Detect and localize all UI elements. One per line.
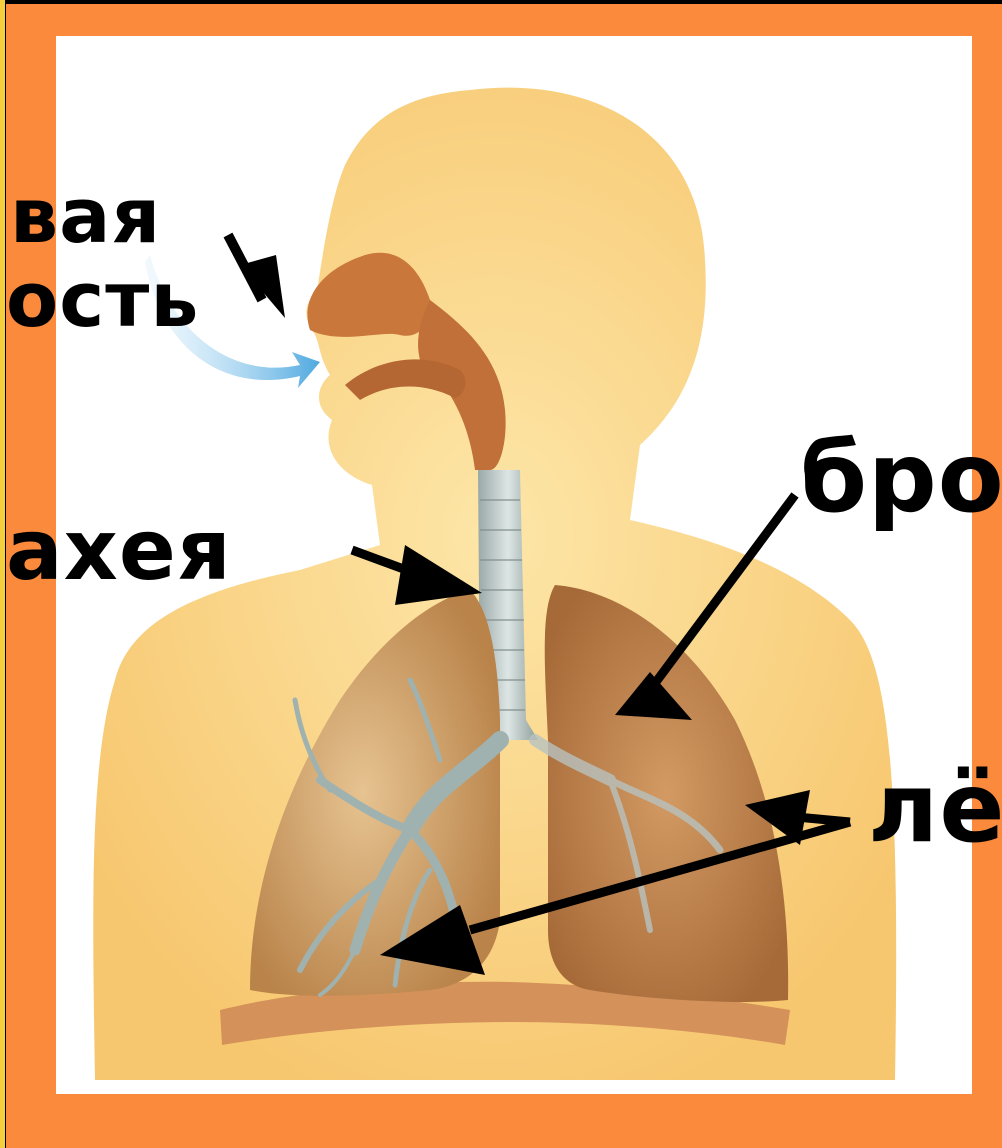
label-lungs: лё	[868, 760, 1002, 856]
label-bronchi: бро	[800, 430, 1002, 526]
label-nasal-cavity-line2: ость	[6, 262, 199, 338]
label-trachea: ахея	[6, 508, 232, 592]
label-nasal-cavity-line1: вая	[10, 178, 161, 254]
